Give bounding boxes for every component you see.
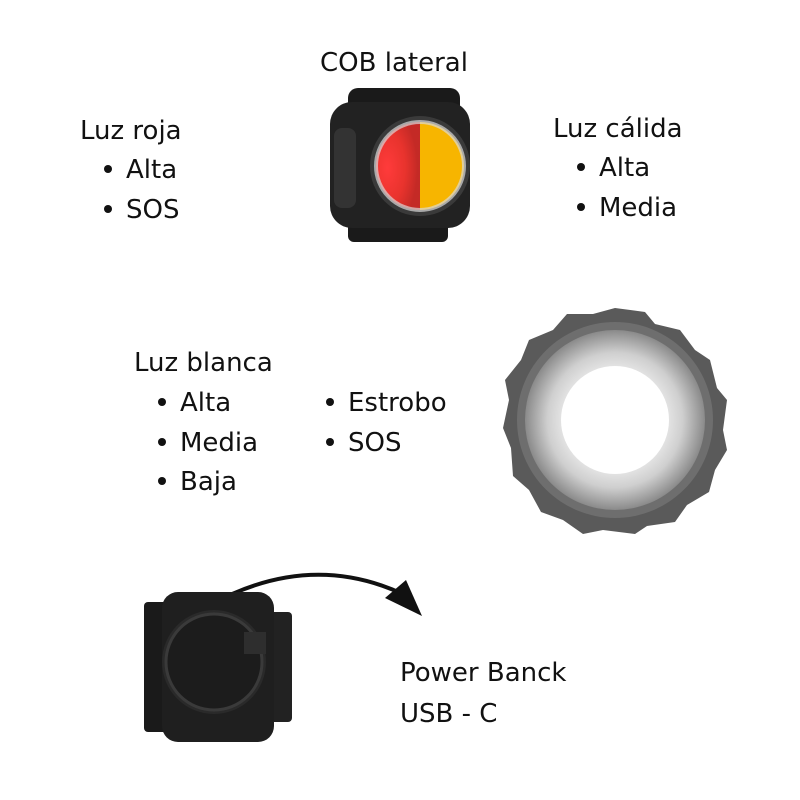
white-light-item: Estrobo [326,390,447,416]
warm-light-heading: Luz cálida [553,114,683,144]
white-light-item: Media [158,430,258,456]
warm-light-item: Alta [577,155,650,181]
white-light-item: Alta [158,390,231,416]
white-led-image [503,308,727,534]
white-light-item: Baja [158,469,237,495]
red-light-item: Alta [104,157,177,183]
power-bank-label: Power Banck [400,658,567,688]
usb-c-label: USB - C [400,699,498,729]
cob-lateral-title: COB lateral [320,48,468,78]
red-light-heading: Luz roja [80,116,182,146]
usb-port-image [144,592,292,742]
white-light-heading: Luz blanca [134,348,273,378]
cob-flashlight-image [330,88,470,242]
red-light-item: SOS [104,197,179,223]
warm-light-item: Media [577,195,677,221]
white-light-item: SOS [326,430,401,456]
